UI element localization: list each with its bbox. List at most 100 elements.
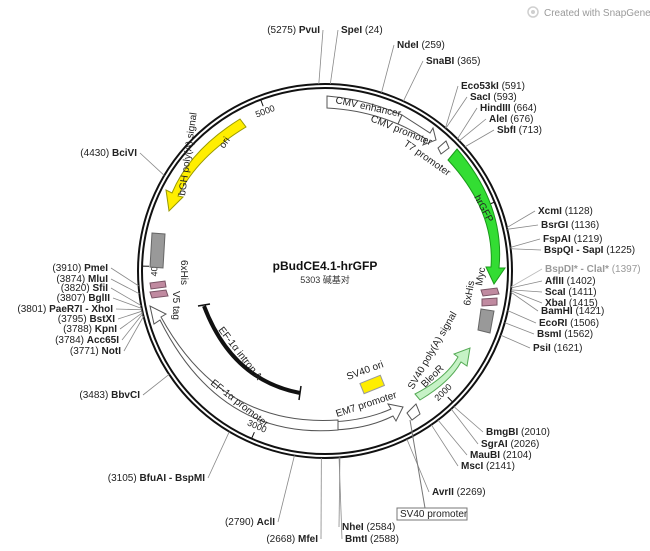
sv40-polya-box	[477, 308, 495, 334]
site-position: (3820)	[61, 283, 90, 294]
site-leader-alei	[459, 118, 487, 142]
site-label-bfuai: (3105) BfuAI - BspMI	[108, 473, 205, 484]
his-tag-left-icon	[149, 280, 167, 290]
site-position: (664)	[513, 103, 536, 114]
site-position: (2104)	[503, 450, 532, 461]
site-name: Eco53kI	[461, 81, 499, 92]
site-position: (2584)	[366, 522, 395, 533]
ori-arrow	[165, 118, 247, 213]
site-name: BmgBI	[486, 427, 518, 438]
site-leader-kpni	[119, 312, 143, 330]
site-label-acli: (2790) AclI	[225, 517, 275, 528]
site-label-noti: (3771) NotI	[70, 346, 121, 357]
site-label-eco53ki: Eco53kI (591)	[461, 81, 525, 92]
site-name: SacI	[470, 92, 491, 103]
site-position: (3788)	[63, 324, 92, 335]
site-name: SpeI	[341, 25, 362, 36]
site-name: BspQI - SapI	[544, 245, 604, 256]
credit-text: Created with SnapGene®	[544, 8, 650, 19]
label-ef1a-promoter: EF-1α promoter	[208, 378, 271, 430]
site-position: (593)	[493, 92, 516, 103]
site-position: (4430)	[80, 148, 109, 159]
site-leader-bmgbi	[453, 406, 484, 433]
intron-start-cap	[197, 303, 211, 307]
cmv-promoter-arrow	[397, 114, 437, 146]
site-label-alei: AleI (676)	[489, 114, 533, 125]
site-label-saci: SacI (593)	[470, 92, 517, 103]
site-name: BbvCI	[111, 390, 140, 401]
site-label-bstxi: (3795) BstXI	[58, 314, 115, 325]
site-label-acc65i: (3784) Acc65I	[55, 335, 119, 346]
site-label-paer7i: (3801) PaeR7I - XhoI	[17, 304, 113, 315]
site-name: BciVI	[112, 148, 137, 159]
ef1a-intron-line	[202, 305, 301, 395]
site-leader-bcivi	[139, 152, 165, 176]
site-label-xcmi: XcmI (1128)	[538, 206, 593, 217]
site-position: (2026)	[510, 439, 539, 450]
site-label-bsmi: BsmI (1562)	[537, 329, 593, 340]
site-name: BamHI	[541, 306, 573, 317]
site-position: (1421)	[575, 306, 604, 317]
site-leader-sbfi	[464, 129, 495, 148]
hrgfp-arrow	[447, 148, 506, 286]
site-position: (1562)	[564, 329, 593, 340]
label-ef1a-intron: EF-1α intron A	[216, 325, 264, 383]
site-leader-bfuai	[207, 431, 230, 479]
site-name: AleI	[489, 114, 508, 125]
site-position: (1506)	[570, 318, 599, 329]
label-v5-tag: V5 tag	[170, 291, 181, 320]
site-label-spei: SpeI (24)	[341, 25, 383, 36]
site-label-avrii: AvrII (2269)	[432, 487, 486, 498]
site-position: (3874)	[56, 274, 85, 285]
site-name: FspAI	[543, 234, 571, 245]
plasmid-title-group: pBudCE4.1-hrGFP 5303 碱基对	[273, 259, 378, 285]
site-leader-bglii	[112, 297, 142, 309]
em7-promoter-arrow	[327, 403, 404, 431]
site-leader-maubi	[437, 419, 468, 456]
site-leader-saci	[445, 96, 468, 129]
site-label-maubi: MauBI (2104)	[470, 450, 532, 461]
site-leader-bspqi	[510, 248, 542, 251]
site-leader-bsrgi	[507, 224, 539, 230]
label-his-left: 6xHis	[178, 260, 189, 285]
site-position: (3105)	[108, 473, 137, 484]
site-label-pmei: (3910) PmeI	[52, 263, 108, 274]
site-leader-sfii	[110, 287, 142, 306]
site-position: (5275)	[267, 25, 296, 36]
site-position: (3771)	[70, 346, 99, 357]
site-label-psii: PsiI (1621)	[533, 343, 582, 354]
site-name: BspDI* - ClaI*	[545, 264, 609, 275]
site-name: MluI	[88, 274, 108, 285]
site-position: (1621)	[554, 343, 583, 354]
site-position: (1415)	[569, 298, 598, 309]
site-leader-pmei	[110, 267, 139, 287]
tick-mark	[260, 99, 264, 107]
site-position: (2269)	[457, 487, 486, 498]
site-name: BsmI	[537, 329, 562, 340]
site-name: SgrAI	[481, 439, 508, 450]
site-name: AvrII	[432, 487, 454, 498]
site-name: BsrGI	[541, 220, 568, 231]
site-position: (591)	[502, 81, 525, 92]
site-name: MscI	[461, 461, 483, 472]
site-position: (24)	[365, 25, 383, 36]
site-position: (3795)	[58, 314, 87, 325]
site-leader-scai	[511, 289, 543, 293]
intron-end-cap	[298, 385, 302, 401]
label-myc: Myc	[474, 267, 488, 287]
sv40-ori-box	[359, 374, 386, 395]
label-cmv-enhancer: CMV enhancer	[334, 95, 402, 120]
feature-labels: CMV enhancer CMV promoter T7 promoter hr…	[170, 95, 495, 521]
ef1a-promoter-arrow	[149, 305, 339, 432]
label-ori: ori	[217, 135, 232, 150]
site-name: SnaBI	[426, 56, 455, 67]
site-label-bcivi: (4430) BciVI	[80, 148, 137, 159]
site-leader-bamhi	[510, 291, 539, 312]
tick-label: 5000	[254, 103, 276, 119]
site-leader-xcmi	[506, 210, 536, 228]
site-leader-bsmi	[504, 322, 535, 335]
site-position: (3910)	[52, 263, 81, 274]
site-position: (3807)	[57, 293, 86, 304]
bleor-arrow	[414, 347, 471, 401]
snapgene-logo-icon	[527, 6, 539, 18]
